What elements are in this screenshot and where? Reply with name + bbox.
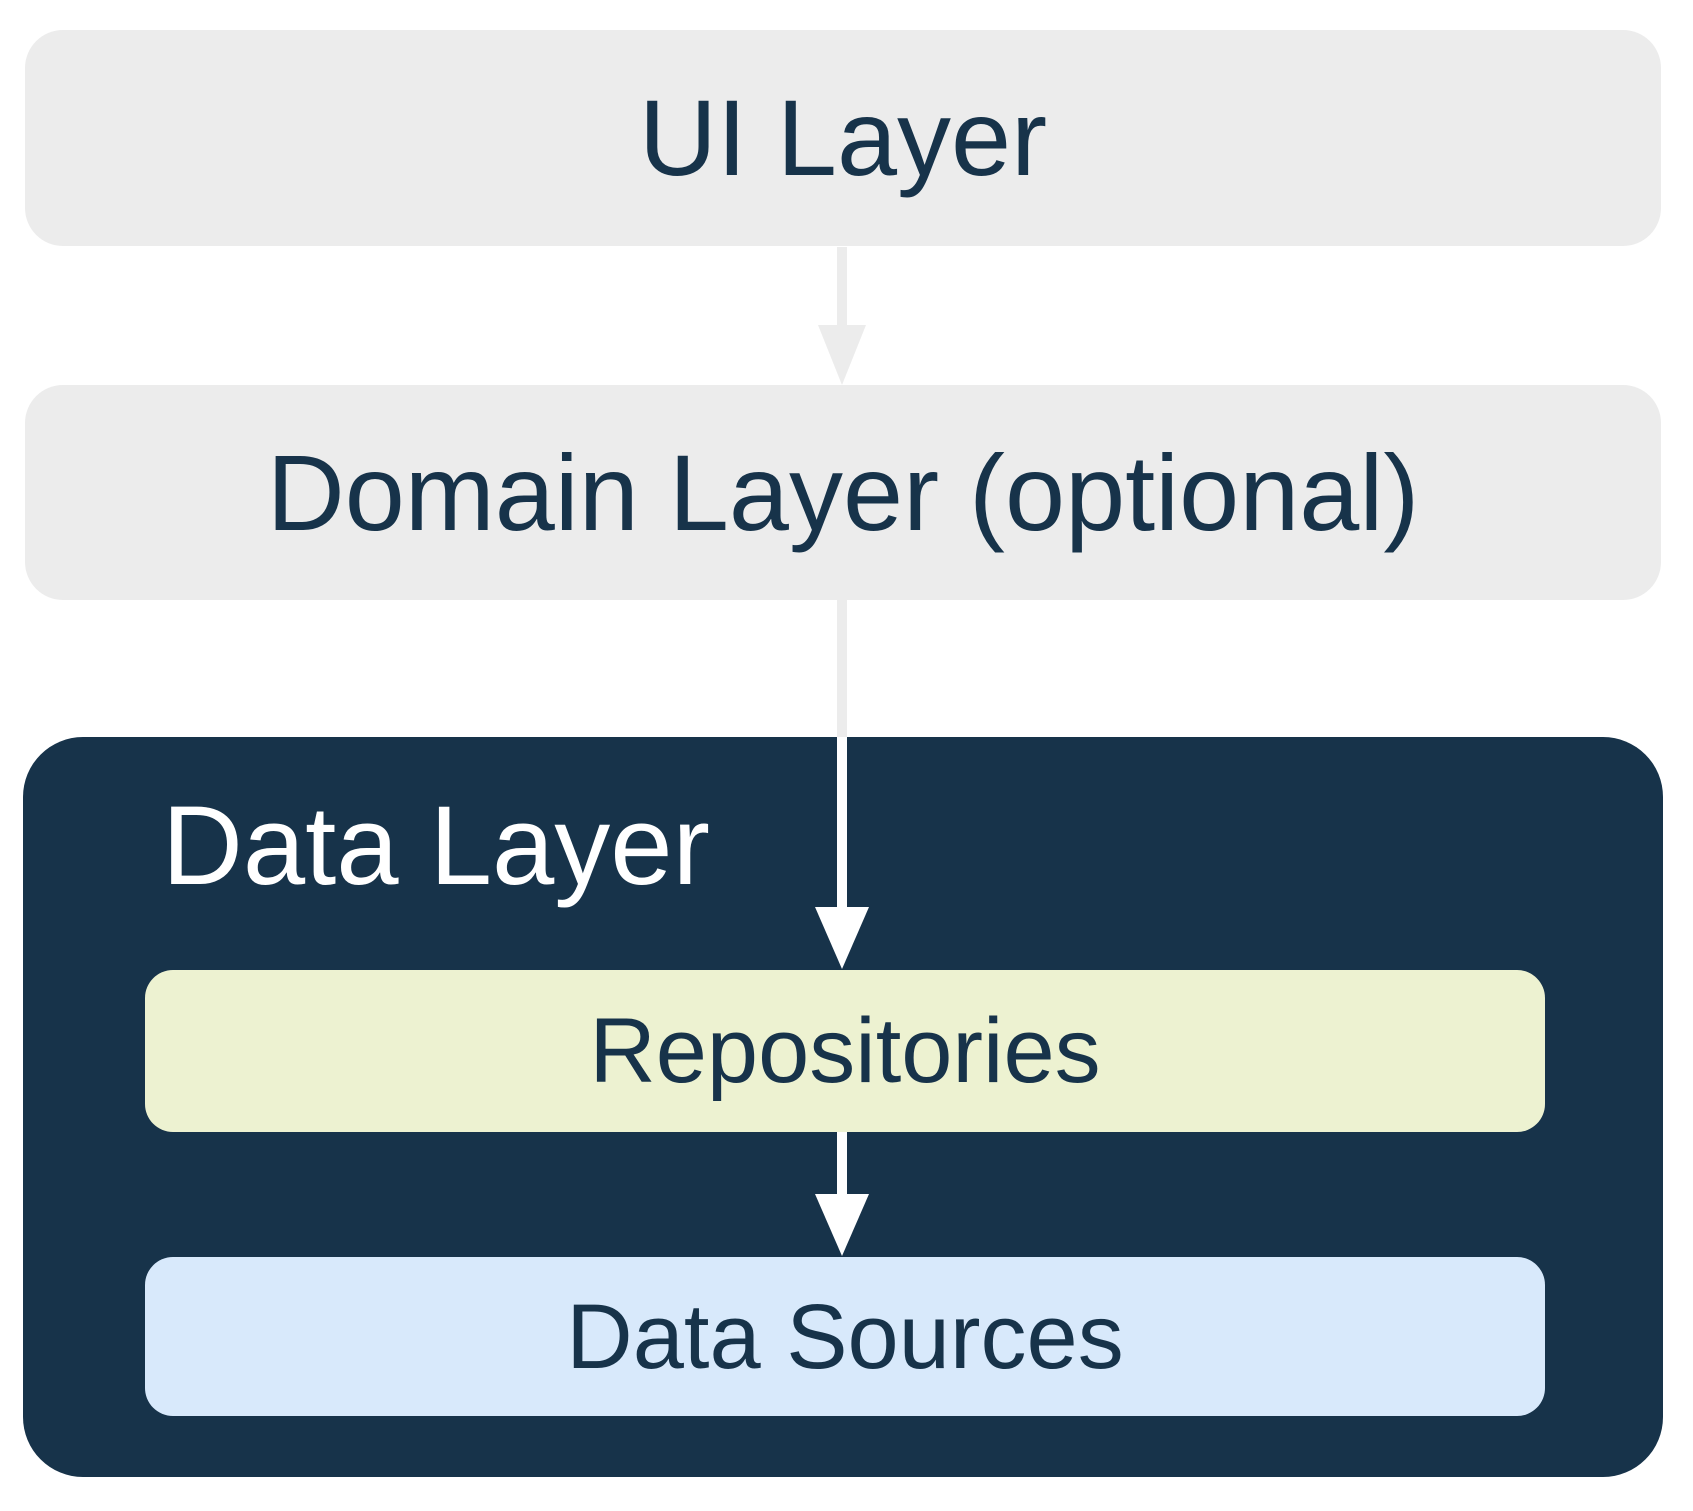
- ui-layer-label: UI Layer: [638, 77, 1048, 198]
- arrow-stem: [837, 737, 847, 907]
- arrow-stem: [837, 1132, 847, 1194]
- down-arrowhead-icon: [818, 325, 866, 385]
- domain-layer-label: Domain Layer (optional): [266, 431, 1420, 553]
- down-arrowhead-icon: [815, 907, 869, 969]
- down-arrowhead-icon: [815, 1194, 869, 1256]
- arrow-stem: [837, 600, 847, 737]
- data-sources-box: Data Sources: [145, 1257, 1545, 1416]
- data-sources-label: Data Sources: [566, 1285, 1124, 1388]
- domain-layer-box: Domain Layer (optional): [25, 385, 1661, 600]
- data-layer-label: Data Layer: [162, 783, 710, 908]
- ui-layer-box: UI Layer: [25, 30, 1661, 246]
- repositories-label: Repositories: [589, 1000, 1101, 1102]
- repositories-box: Repositories: [145, 970, 1545, 1132]
- arrow-stem: [837, 247, 847, 325]
